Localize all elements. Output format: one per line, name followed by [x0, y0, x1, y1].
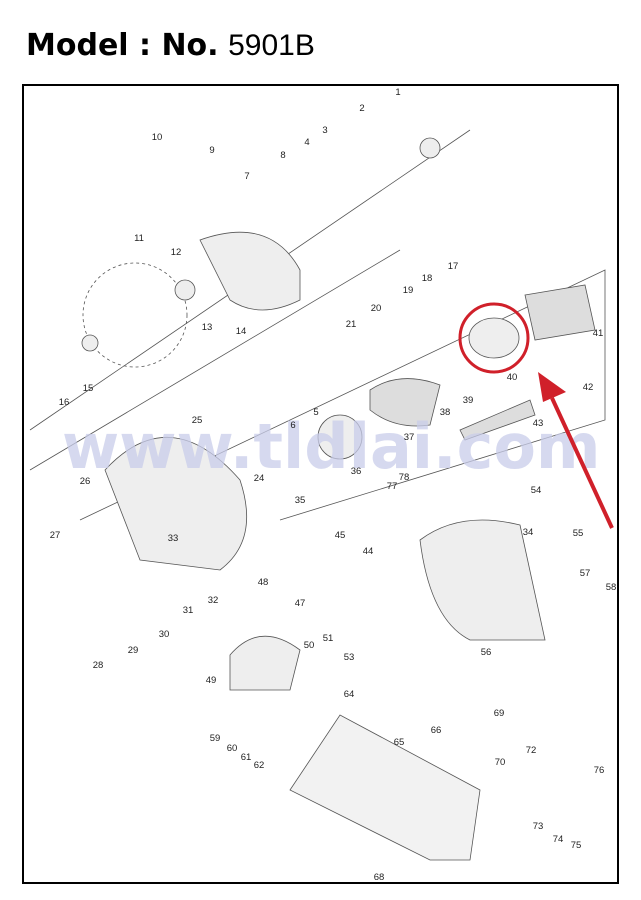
model-title: Model : No. 5901B [26, 28, 315, 63]
part-label-39: 39 [463, 395, 474, 406]
part-label-42: 42 [583, 382, 594, 393]
part-label-50: 50 [304, 640, 315, 651]
gear-part [317, 414, 363, 460]
part-label-21: 21 [346, 319, 357, 330]
shaft-part [459, 399, 536, 441]
part-label-36: 36 [351, 466, 362, 477]
part-label-53: 53 [344, 652, 355, 663]
part-label-9: 9 [209, 145, 214, 156]
part-label-3: 3 [322, 125, 327, 136]
field-part [524, 284, 596, 341]
part-label-43: 43 [533, 418, 544, 429]
part-label-70: 70 [495, 757, 506, 768]
part-label-6: 6 [290, 420, 295, 431]
part-label-69: 69 [494, 708, 505, 719]
part-label-64: 64 [344, 689, 355, 700]
part-label-58: 58 [606, 582, 617, 593]
part-label-49: 49 [206, 675, 217, 686]
part-label-41: 41 [593, 328, 604, 339]
part-label-47: 47 [295, 598, 306, 609]
part-label-30: 30 [159, 629, 170, 640]
part-label-5: 5 [313, 407, 318, 418]
watermark: www.tldlai.com [62, 410, 601, 483]
part-label-11: 11 [134, 233, 144, 244]
part-label-62: 62 [254, 760, 265, 771]
part-label-57: 57 [580, 568, 591, 579]
part-label-77: 77 [387, 481, 398, 492]
assembly-outlines [29, 129, 606, 861]
part-label-44: 44 [363, 546, 374, 557]
part-label-4: 4 [304, 137, 309, 148]
part-label-16: 16 [59, 397, 70, 408]
base-plate-part [289, 714, 481, 861]
part-label-31: 31 [183, 605, 194, 616]
part-label-74: 74 [553, 834, 564, 845]
model-label: Model : No. [26, 28, 219, 63]
part-label-37: 37 [404, 432, 415, 443]
part-label-55: 55 [573, 528, 584, 539]
saw-blade-outline [82, 262, 188, 368]
part-label-12: 12 [171, 247, 182, 258]
part-label-35: 35 [295, 495, 306, 506]
part-label-18: 18 [422, 273, 433, 284]
part-label-20: 20 [371, 303, 382, 314]
part-label-27: 27 [50, 530, 61, 541]
part-label-45: 45 [335, 530, 346, 541]
part-label-78: 78 [399, 472, 410, 483]
armature-part [369, 378, 441, 427]
part-label-51: 51 [323, 633, 334, 644]
part-label-72: 72 [526, 745, 537, 756]
part-label-1: 1 [395, 87, 400, 98]
part-label-75: 75 [571, 840, 582, 851]
housing-part [104, 437, 248, 571]
part-label-68: 68 [374, 872, 385, 883]
part-label-48: 48 [258, 577, 269, 588]
part-label-32: 32 [208, 595, 219, 606]
part-label-59: 59 [210, 733, 221, 744]
part-label-7: 7 [244, 171, 249, 182]
part-label-17: 17 [448, 261, 459, 272]
part-label-25: 25 [192, 415, 203, 426]
part-label-65: 65 [394, 737, 405, 748]
part-label-38: 38 [440, 407, 451, 418]
part-label-40: 40 [507, 372, 518, 383]
motor-housing-part [419, 519, 546, 641]
part-label-73: 73 [533, 821, 544, 832]
part-label-54: 54 [531, 485, 542, 496]
part-label-28: 28 [93, 660, 104, 671]
model-number: 5901B [228, 29, 315, 62]
part-label-14: 14 [236, 326, 247, 337]
highlight-arrow [538, 372, 614, 529]
part-label-8: 8 [280, 150, 285, 161]
highlight-circle [458, 302, 530, 374]
part-label-56: 56 [481, 647, 492, 658]
blade-guard-part [199, 231, 301, 311]
part-label-2: 2 [359, 103, 364, 114]
lower-guard-part [229, 635, 301, 691]
part-label-76: 76 [594, 765, 605, 776]
part-label-24: 24 [254, 473, 265, 484]
baffle-plate-part [468, 317, 520, 359]
part-label-34: 34 [523, 527, 534, 538]
part-label-26: 26 [80, 476, 91, 487]
diagram-frame [22, 84, 619, 884]
part-label-13: 13 [202, 322, 213, 333]
part-label-19: 19 [403, 285, 414, 296]
part-label-10: 10 [152, 132, 163, 143]
part-label-66: 66 [431, 725, 442, 736]
part-label-15: 15 [83, 383, 94, 394]
part-label-33: 33 [168, 533, 179, 544]
part-label-61: 61 [241, 752, 252, 763]
part-label-60: 60 [227, 743, 238, 754]
part-label-29: 29 [128, 645, 139, 656]
